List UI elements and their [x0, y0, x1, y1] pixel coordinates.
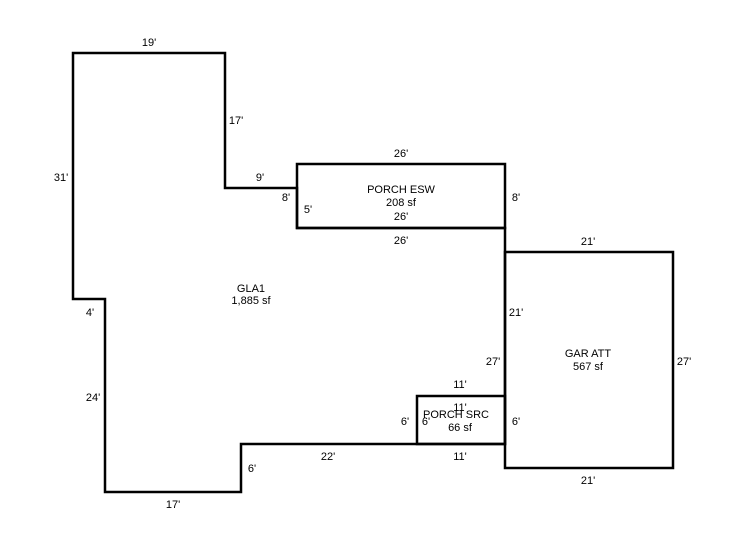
- dim-gla-left: 31': [54, 172, 68, 184]
- porch-src-label: PORCH SRC: [423, 409, 489, 421]
- dim-esw-bottom: 26': [394, 235, 408, 247]
- dim-esw-right: 8': [512, 192, 520, 204]
- dim-src-inner-top: 11': [453, 402, 467, 414]
- dim-esw-inner-top: 26': [394, 211, 408, 223]
- dim-gar-bottom: 21': [581, 475, 595, 487]
- dim-src-top: 11': [453, 379, 467, 391]
- porch-src-outline: [415, 394, 507, 446]
- dim-esw-left: 5': [304, 204, 312, 216]
- dim-gla-step-vertical: 8': [282, 192, 290, 204]
- gla1-label: GLA1: [237, 283, 265, 295]
- porch-src-area: 66 sf: [448, 422, 473, 434]
- dim-esw-top: 26': [394, 148, 408, 160]
- dim-gla-top: 19': [142, 37, 156, 49]
- dim-gla-bottom-right: 22': [321, 451, 335, 463]
- porch-esw-label: PORCH ESW: [367, 184, 435, 196]
- dim-gla-lower-left: 24': [86, 392, 100, 404]
- dim-gla-bottom-step: 6': [248, 463, 256, 475]
- dim-gla-right-upper: 21': [509, 307, 523, 319]
- gla1-area: 1,885 sf: [231, 295, 271, 307]
- dim-src-bottom: 11': [453, 451, 467, 463]
- garage-area: 567 sf: [573, 361, 604, 373]
- dim-gar-left: 6': [512, 416, 520, 428]
- dim-gla-inner-vertical: 17': [229, 115, 243, 127]
- garage-outline: [503, 250, 675, 470]
- dim-gla-right-lower: 27': [486, 356, 500, 368]
- dim-gla-bottom: 17': [166, 499, 180, 511]
- dim-gar-right: 27': [677, 356, 691, 368]
- dim-gar-top: 21': [581, 236, 595, 248]
- dim-src-left-inner: 6': [422, 416, 430, 428]
- porch-esw-outline: [295, 162, 507, 230]
- dim-src-left-outer: 6': [401, 416, 409, 428]
- dim-gla-left-step: 4': [86, 307, 94, 319]
- garage-label: GAR ATT: [565, 348, 612, 360]
- gla1-outline: [71, 51, 507, 494]
- porch-esw-area: 208 sf: [386, 197, 417, 209]
- dim-gla-step-horizontal: 9': [256, 172, 264, 184]
